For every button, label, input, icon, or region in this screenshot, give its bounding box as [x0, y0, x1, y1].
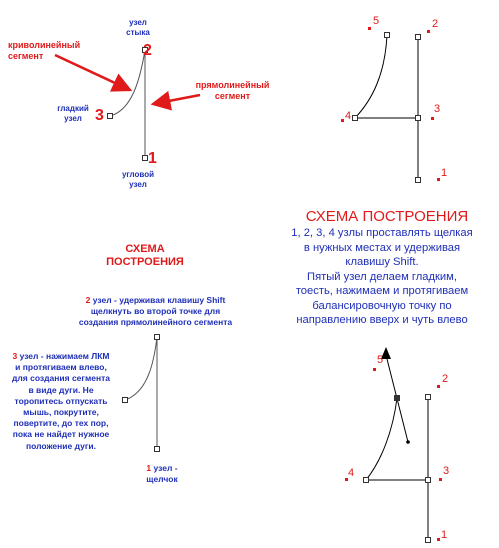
label-junction-node: узел стыка: [126, 18, 150, 37]
d4-node-2: 2: [442, 373, 449, 385]
d4-node-5: 5: [377, 354, 384, 366]
d4-node-4: 4: [348, 467, 355, 479]
d3-node-1: 1: [441, 167, 448, 179]
step3-text: узел - нажимаем ЛКМ и протягиваем влево,…: [12, 351, 110, 451]
node-1-square: [142, 155, 148, 161]
diagram3-shape: [341, 27, 440, 183]
d3-node-4: 4: [345, 110, 352, 122]
diagram2-shape: [122, 334, 160, 452]
step2-number: 2: [85, 295, 91, 305]
label-corner-node: угловой узел: [121, 170, 155, 189]
node-number-3: 3: [95, 107, 104, 124]
step1-caption: 1 узел - щелчок: [138, 463, 186, 485]
label-smooth-node: гладкий узел: [57, 104, 89, 123]
cursor-arrow: [381, 347, 391, 359]
d4-node-1: 1: [441, 529, 448, 541]
diagram1-shape: [54, 47, 201, 161]
node-number-2: 2: [143, 42, 152, 59]
d3-node-2: 2: [432, 18, 439, 30]
label-curved-segment: криволинейный сегмент: [8, 40, 81, 61]
label-straight-segment: прямолинейный сегмент: [195, 80, 270, 101]
node-2-square: [142, 47, 148, 53]
step1-text: узел - щелчок: [146, 463, 178, 484]
schema-title-left: СХЕМА ПОСТРОЕНИЯ: [106, 243, 184, 268]
d3-node-3: 3: [434, 103, 441, 115]
node-number-1: 1: [148, 150, 157, 167]
step3-caption: 3 узел - нажимаем ЛКМ и протягиваем влев…: [2, 351, 120, 452]
d3-node-5: 5: [373, 15, 380, 27]
arrow-straight: [150, 90, 201, 111]
diagram4-shape: [345, 347, 442, 543]
step1-number: 1: [146, 463, 152, 473]
step3-number: 3: [12, 351, 18, 361]
step2-caption: 2 узел - удерживая клавишу Shift щелкнут…: [38, 295, 273, 328]
schema-description: 1, 2, 3, 4 узлы проставлять щелкая в нуж…: [291, 227, 473, 326]
schema-title-right: СХЕМА ПОСТРОЕНИЯ: [305, 208, 469, 225]
arrow-curved: [54, 53, 133, 92]
node-3-square: [107, 113, 113, 119]
step2-text: узел - удерживая клавишу Shift щелкнуть …: [78, 295, 233, 327]
d4-node-3: 3: [443, 465, 450, 477]
